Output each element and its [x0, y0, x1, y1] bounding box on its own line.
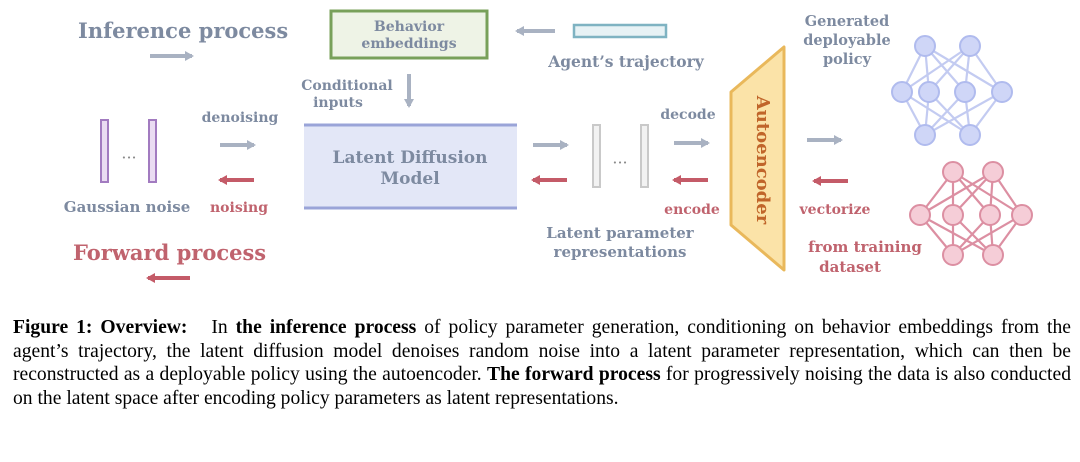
decode-label: decode	[660, 107, 715, 123]
encode-label: encode	[664, 202, 720, 218]
latent-diffusion-box	[304, 125, 517, 208]
noise-bar-right	[148, 119, 157, 183]
caption-inference-bold: the inference process	[235, 317, 417, 338]
caption-forward-bold: The forward process	[487, 364, 661, 386]
agent-trajectory-bar	[572, 23, 668, 39]
latent-diffusion-line2: Model	[380, 169, 440, 189]
overview-diagram: Inference process Behavior embeddings Ag…	[64, 9, 1033, 283]
autoencoder-label: Autoencoder	[752, 95, 773, 225]
training-network-nodes	[909, 161, 1033, 266]
generated-policy-line2: deployable	[803, 32, 890, 49]
agent-trajectory-label: Agent’s trajectory	[547, 52, 705, 71]
figure-caption: Figure 1: Overview: In the inference pro…	[13, 316, 1071, 410]
generated-policy-line3: policy	[823, 51, 872, 68]
policy-network-nodes	[891, 35, 1013, 146]
latent-diffusion-line1: Latent Diffusion	[332, 148, 487, 168]
noise-dots: ···	[121, 148, 136, 167]
behavior-embeddings-line1: Behavior	[374, 19, 445, 35]
training-network-icon	[919, 171, 1023, 256]
latent-repr-line1: Latent parameter	[546, 224, 695, 242]
forward-process-label: Forward process	[73, 240, 266, 265]
from-training-line1: from training	[808, 238, 922, 256]
autoencoder-shape	[729, 45, 786, 272]
conditional-inputs-line2: inputs	[313, 95, 363, 111]
noising-label: noising	[210, 200, 268, 216]
figure-label: Figure 1:	[13, 317, 93, 338]
noise-bar-left	[100, 119, 109, 183]
overview-label: Overview:	[100, 317, 188, 338]
conditional-inputs-line1: Conditional	[301, 78, 392, 94]
caption-pre: In	[211, 317, 228, 338]
generated-policy-line1: Generated	[805, 13, 889, 30]
inference-process-label: Inference process	[78, 18, 288, 43]
caption-inference-text: of policy parameter generation, conditio…	[13, 317, 1071, 386]
from-training-line2: dataset	[819, 258, 881, 276]
behavior-embeddings-line2: embeddings	[361, 36, 456, 52]
latent-dots: ···	[612, 153, 627, 172]
behavior-embeddings-box	[329, 9, 489, 60]
latent-repr-line2: representations	[554, 243, 687, 261]
gaussian-noise-label: Gaussian noise	[64, 198, 190, 216]
latent-bar-left	[592, 124, 601, 188]
denoising-label: denoising	[202, 110, 279, 126]
latent-bar-right	[640, 124, 649, 188]
caption-forward-text: for progressively noising the data is al…	[13, 364, 1071, 409]
vectorize-label: vectorize	[799, 202, 871, 218]
policy-network-icon	[901, 45, 1003, 136]
